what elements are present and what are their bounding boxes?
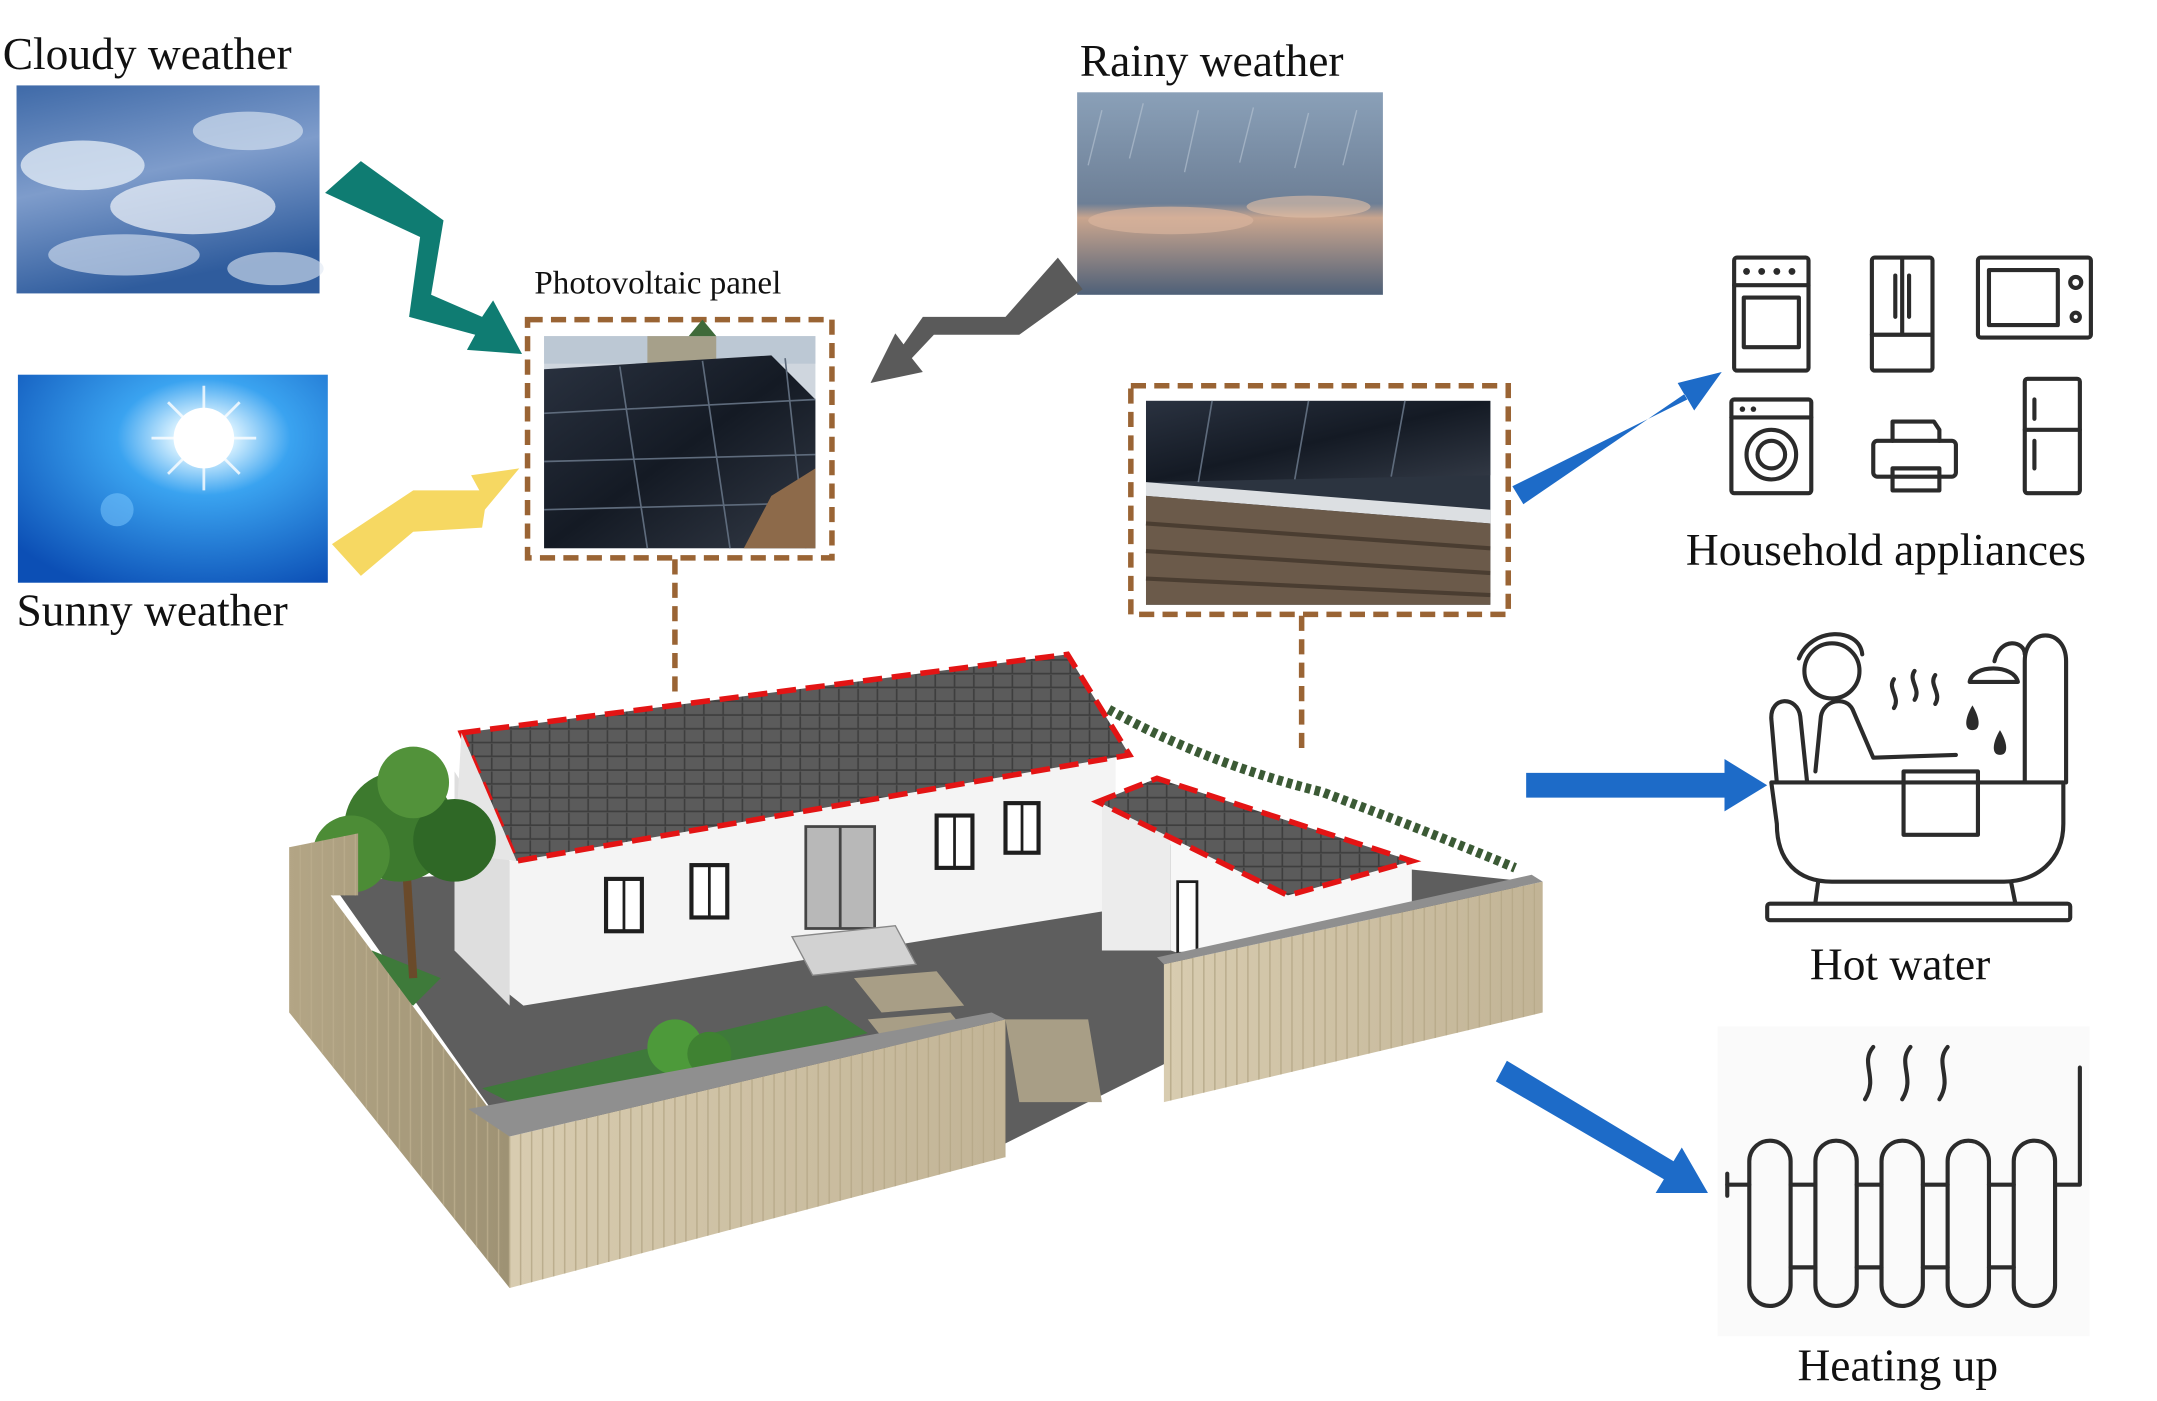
heating-arrow — [1495, 1060, 1708, 1193]
side-roof — [1097, 778, 1412, 896]
rural-house-illustration — [289, 651, 1543, 1289]
cloudy-weather-group: Cloudy weather — [3, 28, 324, 294]
printer-icon — [1871, 419, 1958, 493]
main-roof — [461, 654, 1130, 861]
cloudy-sky-photo — [16, 85, 324, 294]
radiator-icon — [1717, 1026, 2090, 1337]
photovoltaic-panel-label: Photovoltaic panel — [534, 265, 781, 301]
rainy-weather-group: Rainy weather — [1077, 35, 1383, 295]
washing-machine-icon — [1729, 397, 1814, 496]
rainy-sky-photo — [1077, 92, 1383, 295]
side-roof-outline — [1090, 775, 1422, 899]
stove-icon — [1732, 255, 1811, 373]
sunny-sky-photo — [17, 374, 328, 583]
hot-water-label: Hot water — [1810, 938, 1990, 989]
heating-up-label: Heating up — [1798, 1339, 1999, 1390]
tall-fridge-icon — [2022, 376, 2082, 496]
household-appliances-group: Household appliances — [1686, 255, 2093, 575]
pv-panel-callout-right — [1128, 382, 1512, 618]
fridge-icon — [1869, 255, 1935, 373]
pv-panel-photo — [544, 319, 816, 549]
microwave-icon — [1975, 255, 2093, 340]
sunny-arrow — [331, 468, 520, 576]
household-appliances-label: Household appliances — [1686, 524, 2086, 575]
hot-water-arrow — [1526, 759, 1768, 812]
rainy-arrow — [870, 257, 1083, 383]
hot-water-group: Hot water — [1765, 632, 2073, 989]
pv-panel-roof-photo — [1145, 400, 1491, 605]
cloudy-arrow — [325, 161, 523, 355]
cloudy-weather-label: Cloudy weather — [3, 28, 292, 79]
heating-group: Heating up — [1717, 1026, 2090, 1390]
sunny-weather-group: Sunny weather — [17, 374, 328, 635]
sunny-weather-label: Sunny weather — [17, 584, 288, 635]
bathtub-icon — [1765, 632, 2073, 923]
appliances-arrow — [1512, 371, 1722, 505]
rainy-weather-label: Rainy weather — [1080, 35, 1344, 86]
pv-panel-callout-left: Photovoltaic panel — [524, 265, 835, 561]
